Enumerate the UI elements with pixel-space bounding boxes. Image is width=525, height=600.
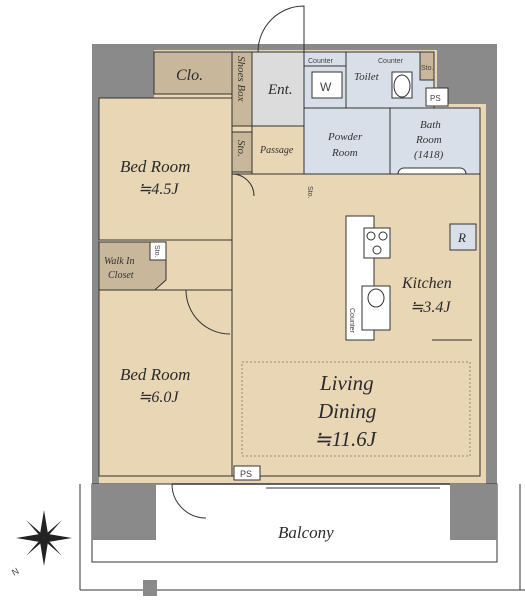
bedroom1-size: ≒4.5J [138, 181, 179, 198]
kitchen-sink-basin [367, 288, 385, 308]
powder-room-label-1: Powder [327, 131, 363, 143]
ps-top-label: PS [430, 94, 441, 103]
burner-1 [366, 231, 376, 241]
balcony-wall-left [92, 484, 156, 540]
compass-north-label: N [10, 566, 21, 578]
living-size: ≒11.6J [314, 427, 378, 451]
living-label-2: Dining [317, 399, 376, 423]
walk-in-storage-label: Sto. [153, 245, 160, 258]
bedroom1-label: Bed Room [120, 157, 190, 176]
toilet-bowl [393, 74, 411, 98]
living-dashed-area [241, 361, 471, 457]
kitchen-size: ≒3.4J [410, 299, 451, 316]
compass-icon [16, 510, 72, 566]
toilet-label: Toilet [354, 71, 380, 83]
powder-room-label-2: Room [331, 147, 358, 159]
washer-label: W [320, 80, 332, 94]
burner-2 [378, 231, 388, 241]
walk-in-label-1: Walk In [104, 256, 134, 267]
bath-label-1: Bath [420, 119, 441, 131]
bedroom1-door-swing [231, 173, 255, 197]
bath-label-2: Room [415, 134, 442, 146]
balcony-door-swing [171, 483, 207, 519]
wall-block-top-left [92, 44, 154, 98]
balcony-label: Balcony [278, 523, 334, 542]
bedroom2-door-swing [185, 289, 231, 335]
bath-size-label: (1418) [414, 149, 444, 161]
kitchen-label: Kitchen [401, 275, 452, 292]
storage-small-label: Sto. [306, 186, 313, 199]
shoes-box-label: Shoes Box [235, 56, 247, 102]
counter-right-label: Counter [378, 58, 404, 65]
entrance-label: Ent. [267, 82, 293, 98]
counter-left-label: Counter [308, 58, 334, 65]
burner-3 [372, 245, 382, 255]
ps-top-box [425, 87, 449, 107]
refrigerator-box [449, 223, 477, 251]
bedroom2-size: ≒6.0J [138, 389, 179, 406]
balcony-wall-right [450, 484, 497, 540]
walk-in-storage-area [149, 241, 167, 261]
ps-bottom-label: PS [240, 469, 252, 479]
living-label-1: Living [319, 371, 374, 395]
washer-box [311, 71, 343, 99]
walk-in-label-2: Closet [108, 270, 134, 281]
kitchen-counter-label: Counter [348, 308, 355, 334]
refrigerator-label: R [457, 230, 466, 245]
storage-left-label: Sto. [235, 140, 247, 157]
entrance-area [251, 51, 305, 127]
storage-top-area [419, 51, 435, 81]
passage-label: Passage [259, 145, 294, 156]
storage-top-label: Sto. [421, 65, 434, 72]
ps-bottom-box [233, 465, 261, 481]
bedroom1-area [98, 97, 233, 241]
closet-label: Clo. [176, 67, 203, 84]
bedroom2-label: Bed Room [120, 365, 190, 384]
entrance-door-swing [257, 5, 305, 53]
balcony-drain [143, 580, 157, 596]
